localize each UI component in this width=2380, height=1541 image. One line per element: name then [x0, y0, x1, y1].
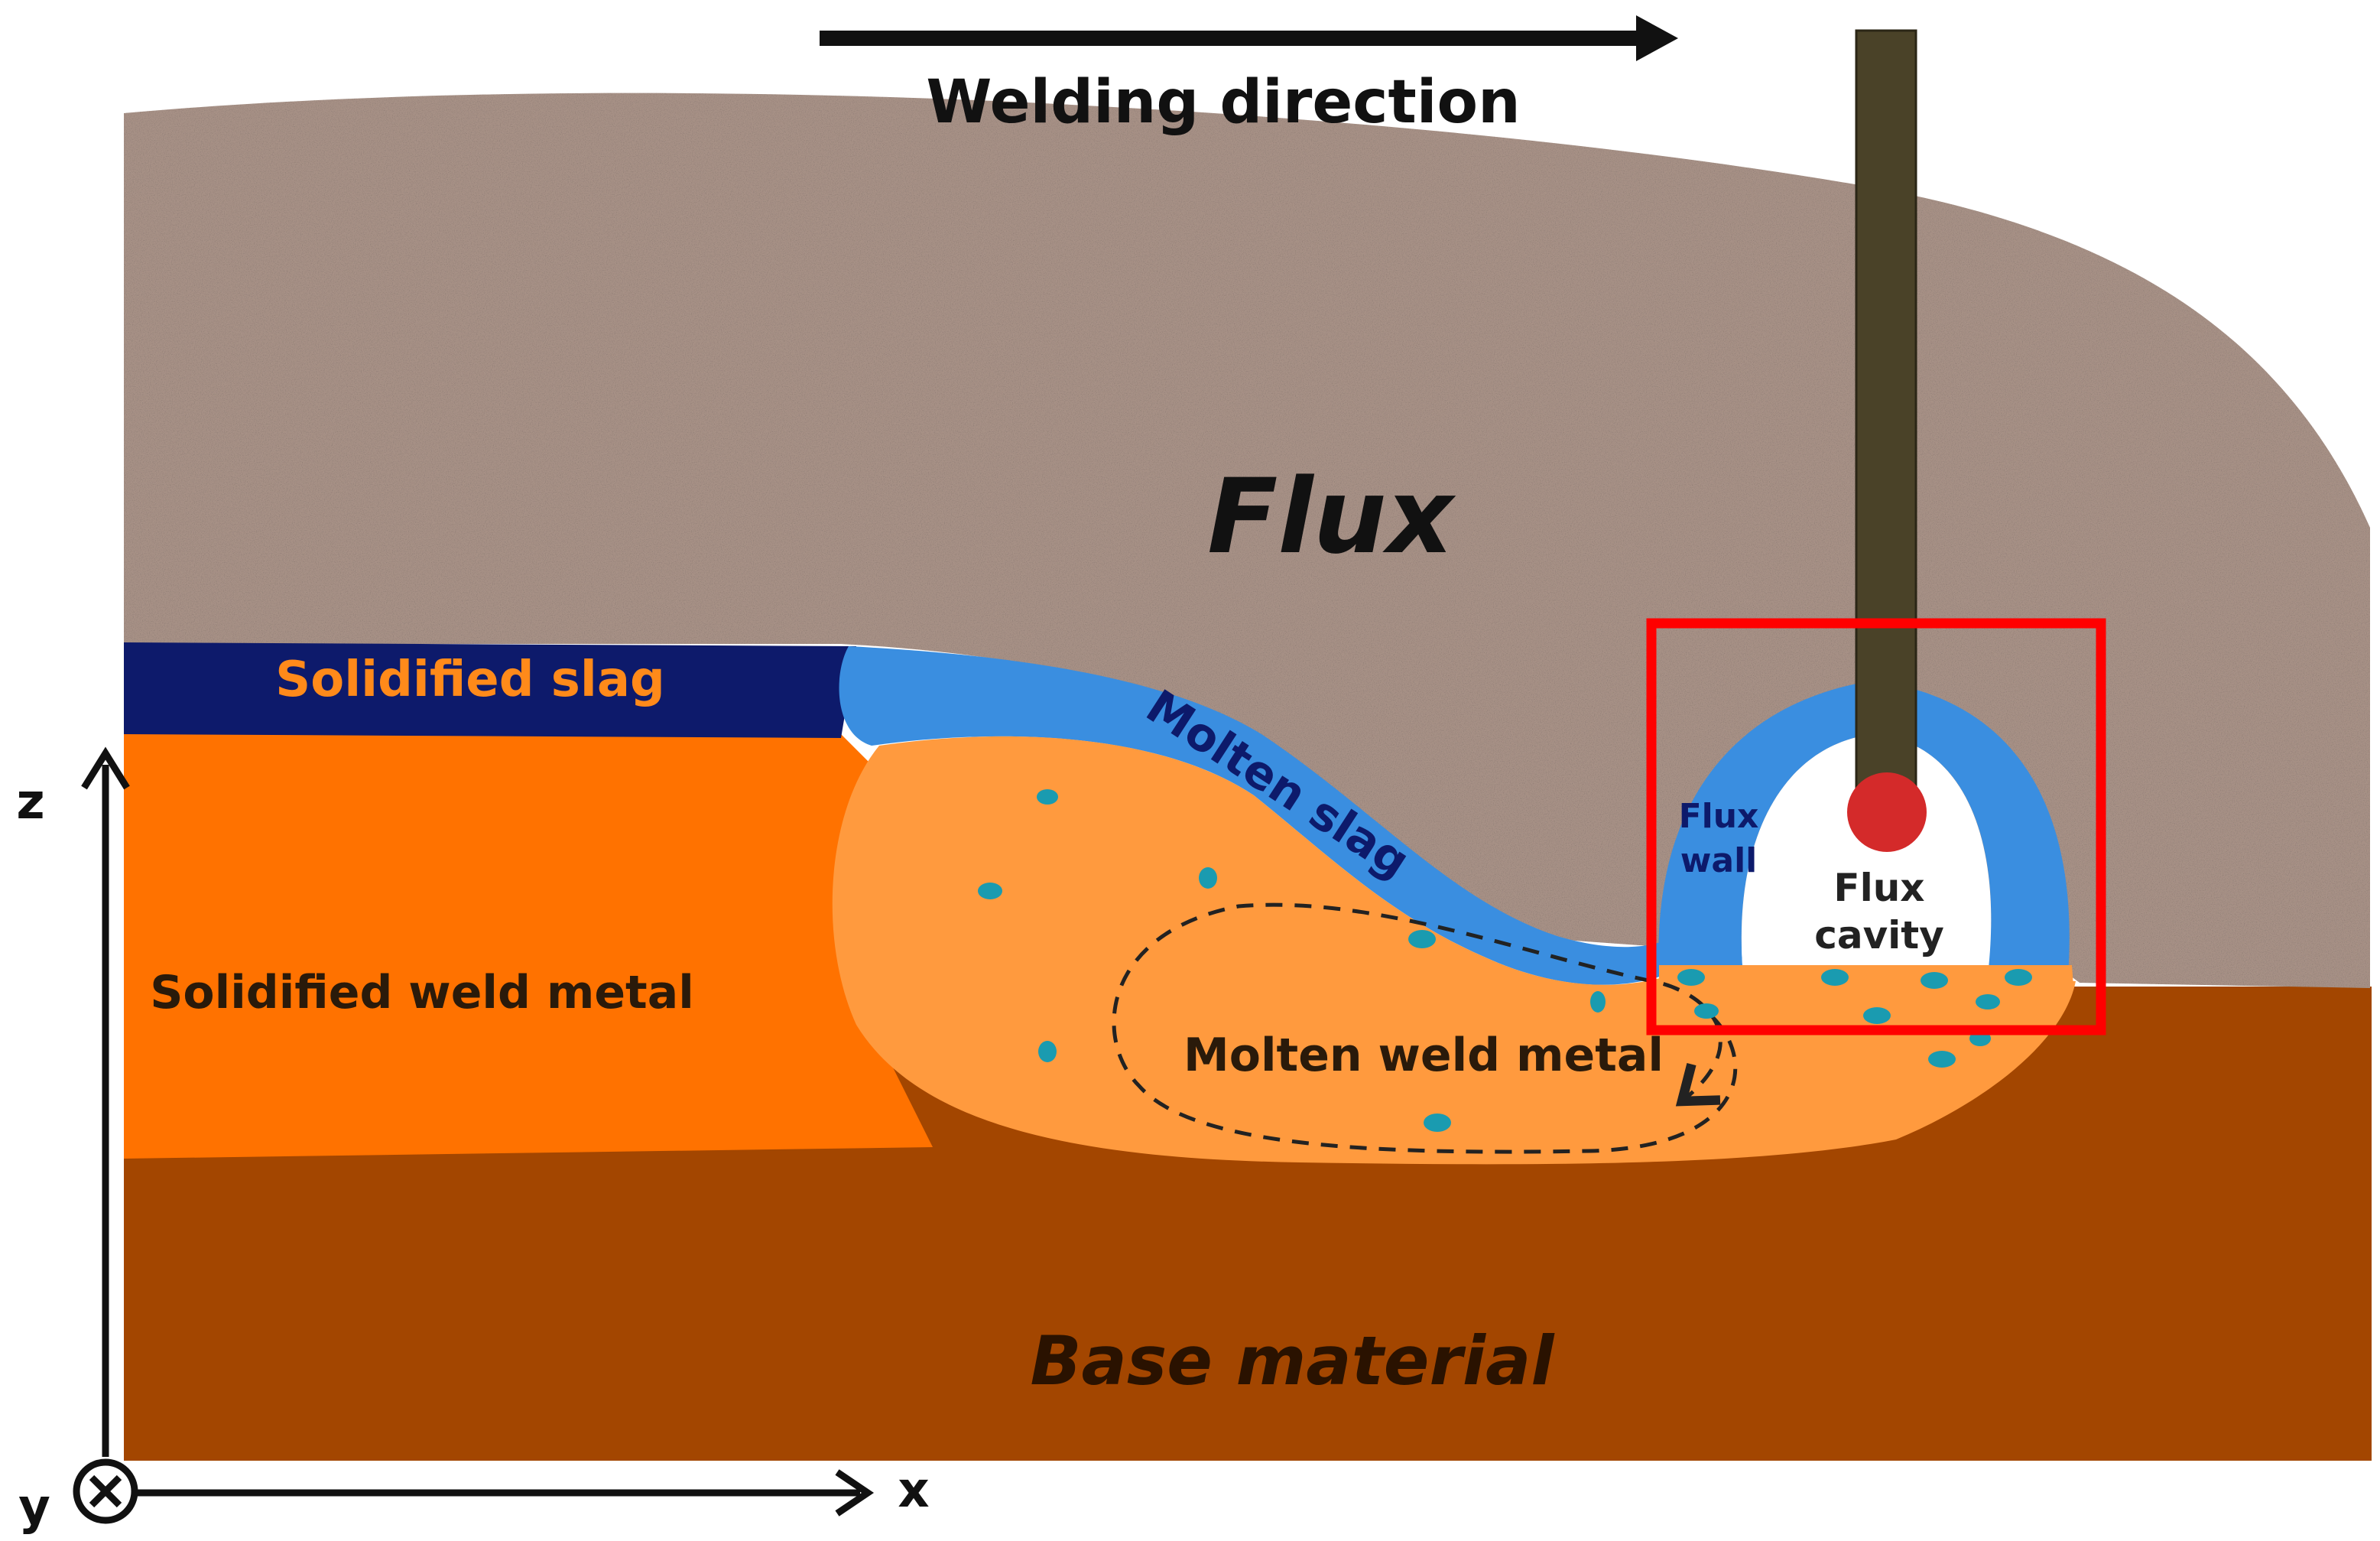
- molten-slag-region: [839, 646, 1674, 985]
- flux-cavity-highlight-box: [1646, 618, 2106, 1035]
- y-axis-label: y: [18, 1479, 50, 1536]
- solidified-slag-region: [124, 642, 856, 738]
- base-material-label: Base material: [1030, 1322, 1555, 1400]
- y-axis-cross: [89, 1474, 122, 1508]
- solidified-weld-metal-label: Solidified weld metal: [150, 966, 694, 1019]
- cavity-base-strip: [1659, 965, 2073, 987]
- flux-cavity-interior: [1741, 734, 1992, 975]
- z-axis-label: z: [16, 774, 44, 831]
- x-axis-label: x: [898, 1462, 929, 1519]
- flux-label: Flux: [1207, 457, 1456, 577]
- welding-direction-label: Welding direction: [926, 68, 1520, 137]
- x-axis-arrowhead: [835, 1469, 875, 1517]
- flux-wall-shell: [1658, 681, 2070, 975]
- molten-weld-metal-region: [832, 736, 2076, 1165]
- flux-wall-label-line2: wall: [1680, 841, 1758, 880]
- metal-droplet: [1847, 772, 1927, 852]
- welding-direction-arrow-head: [1636, 15, 1678, 61]
- flux-wall-label-line1: Flux: [1679, 797, 1759, 836]
- molten-weld-metal-label: Molten weld metal: [1184, 1029, 1664, 1082]
- flux-cavity-label-line1: Flux: [1833, 866, 1924, 910]
- solidified-slag-label: Solidified slag: [275, 652, 665, 708]
- flux-cavity-label-line2: cavity: [1814, 913, 1944, 957]
- solidified-weld-metal-region: [124, 734, 933, 1159]
- flow-loop: [1112, 902, 1738, 1154]
- electrode: [1855, 29, 1917, 789]
- z-axis-arrowhead: [81, 746, 130, 790]
